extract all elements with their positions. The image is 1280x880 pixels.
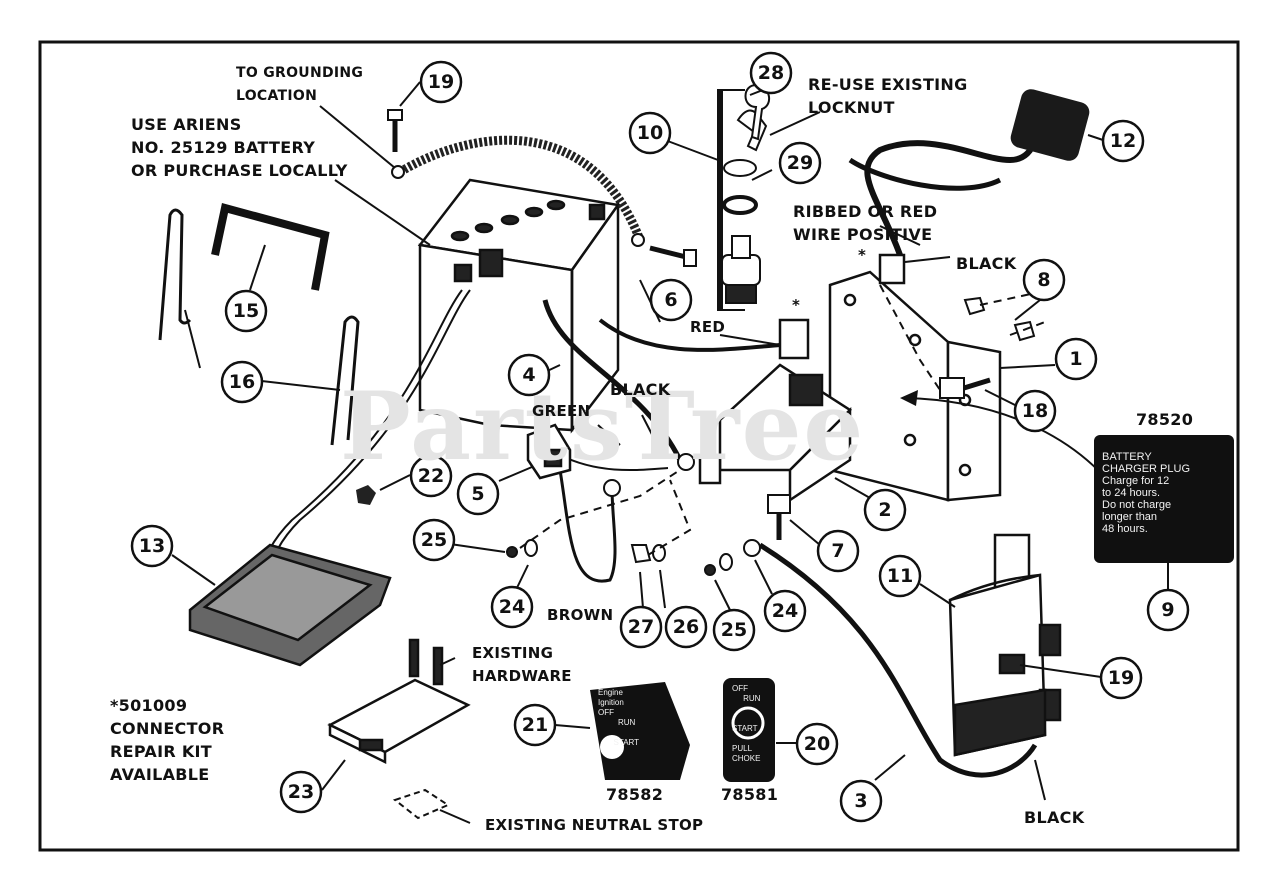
starter-motor [948,533,1062,757]
callout-25b: 25 [720,619,748,641]
decal-20-text: OFF RUN START PULL CHOKE [732,684,761,763]
decal-20-part-number: 78581 [721,785,779,804]
mounting-plate-23 [327,638,471,765]
battery-charger-decal: BATTERY CHARGER PLUG Charge for 12 to 24… [1094,435,1234,563]
connector-red [778,318,810,360]
callout-16: 16 [228,371,256,393]
callout-18: 18 [1021,400,1049,422]
battery-note-label: USE ARIENS NO. 25129 BATTERY OR PURCHASE… [131,115,348,180]
decal-9-line1: BATTERY [1102,451,1152,463]
callout-19: 19 [1107,667,1135,689]
black-bottom-label: BLACK [1024,808,1085,827]
existing-hardware-label: EXISTING HARDWARE [472,644,572,685]
callout-11: 11 [886,565,914,587]
callout-2: 2 [878,499,892,521]
charger-plug [1010,89,1090,161]
decal-9-line3: Charge for 12 to 24 hours. Do not charge… [1102,475,1172,535]
decal-21-part-number: 78582 [606,785,664,804]
callout-25a: 25 [420,529,448,551]
reuse-locknut-label: RE-USE EXISTING LOCKNUT [808,75,968,117]
callout-26: 26 [672,616,700,638]
connector-top [878,253,906,285]
callout-24b: 24 [771,600,799,622]
callout-29: 29 [786,152,814,174]
callout-9: 9 [1161,599,1175,621]
ground-strap [397,135,645,242]
terminal-boot-5 [526,423,572,480]
callout-7: 7 [831,540,845,562]
callout-8: 8 [1037,269,1051,291]
diagram-border [38,40,1240,852]
decal-20-shape [723,678,775,782]
solenoid [698,363,852,503]
callout-4: 4 [522,364,536,386]
callout-6: 6 [664,289,678,311]
brown-label: BROWN [547,606,614,624]
black-mid-label: BLACK [610,380,671,399]
callout-15: 15 [232,300,260,322]
existing-neutral-stop-label: EXISTING NEUTRAL STOP [485,816,704,834]
green-wire [559,454,669,472]
decal-9-line2: CHARGER PLUG [1102,463,1191,475]
callout-17: 19 [427,71,455,93]
connector-kit-label: *501009 CONNECTOR REPAIR KIT AVAILABLE [110,696,225,784]
callout-3: 3 [854,790,868,812]
callout-1: 1 [1069,348,1083,370]
red-label: RED [690,318,726,336]
callout-24a: 24 [498,596,526,618]
callout-12: 12 [1109,130,1137,152]
callout-10: 10 [636,122,664,144]
callout-13: 13 [138,535,166,557]
callout-27: 27 [627,616,655,638]
neutral-stop [392,788,451,820]
hook-16a [158,208,192,341]
cable-6 [598,318,781,352]
green-label: GREEN [532,402,591,420]
ribbed-wire-label: RIBBED OR RED WIRE POSITIVE [793,202,938,244]
black-top-label: BLACK [956,254,1017,273]
cable-4 [542,299,683,462]
asterisk-red: * [792,296,801,314]
decal-9-part-number: 78520 [1136,410,1194,429]
watermark: PartsTree [340,372,866,482]
callout-23: 23 [287,781,315,803]
callout-28: 28 [757,62,785,84]
callout-5: 5 [471,483,485,505]
hook-16b [330,315,360,446]
battery-tray [188,543,392,667]
bolt-17 [387,109,403,152]
callout-22: 22 [417,465,445,487]
callout-21: 21 [521,714,549,736]
holddown-15 [211,203,330,291]
asterisk-top: * [858,246,867,264]
callout-20: 20 [803,733,831,755]
grounding-label: TO GROUNDING LOCATION [236,65,364,104]
decal-21-text: Engine Ignition OFF RUN START [598,688,640,747]
cable-3 [758,542,1038,778]
hardware [506,296,1036,576]
